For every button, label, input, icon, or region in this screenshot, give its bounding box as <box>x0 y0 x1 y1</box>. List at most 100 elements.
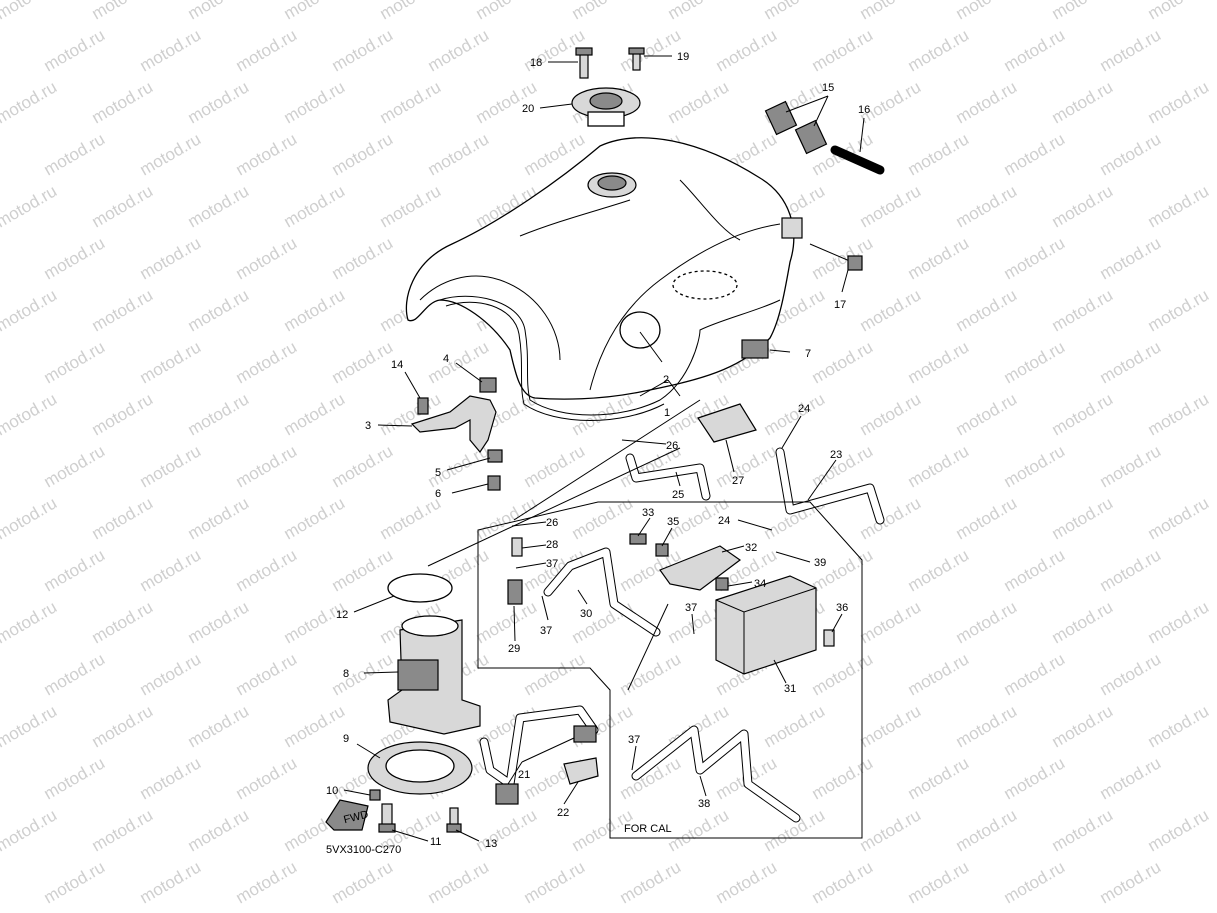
nut-35 <box>655 543 669 557</box>
watermark-text: motod.ru <box>1049 493 1117 543</box>
watermark-text: motod.ru <box>137 545 205 595</box>
watermark-text: motod.ru <box>953 77 1021 127</box>
watermark-text: motod.ru <box>809 25 877 75</box>
watermark-text: motod.ru <box>857 805 925 855</box>
watermark-text: motod.ru <box>281 493 349 543</box>
watermark-text: motod.ru <box>1001 649 1069 699</box>
callout-8: 8 <box>343 668 349 680</box>
watermark-text: motod.ru <box>1001 25 1069 75</box>
watermark-text: motod.ru <box>185 805 253 855</box>
watermark-text: motod.ru <box>1049 597 1117 647</box>
watermark-text: motod.ru <box>137 857 205 907</box>
watermark-text: motod.ru <box>1049 181 1117 231</box>
callout-20: 20 <box>522 103 534 115</box>
watermark-text: motod.ru <box>281 285 349 335</box>
watermark-text: motod.ru <box>1145 77 1213 127</box>
for-cal-label: FOR CAL <box>624 823 672 835</box>
leader-lines <box>343 55 865 842</box>
watermark-text: motod.ru <box>377 77 445 127</box>
callout-35: 35 <box>667 516 679 528</box>
callout-37a: 37 <box>546 558 558 570</box>
watermark-text: motod.ru <box>1001 545 1069 595</box>
watermark-text: motod.ru <box>0 493 60 543</box>
callout-33: 33 <box>642 507 654 519</box>
watermark-text: motod.ru <box>0 389 60 439</box>
callout-9: 9 <box>343 733 349 745</box>
watermark-text: motod.ru <box>329 129 397 179</box>
watermark-text: motod.ru <box>185 181 253 231</box>
fwd-label: FWD <box>342 809 369 827</box>
watermark-text: motod.ru <box>1001 337 1069 387</box>
watermark-text: motod.ru <box>569 0 637 23</box>
callout-16: 16 <box>858 104 870 116</box>
callout-19: 19 <box>677 51 689 63</box>
watermark-text: motod.ru <box>473 0 541 23</box>
watermark-text: motod.ru <box>281 0 349 23</box>
watermark-text: motod.ru <box>425 857 493 907</box>
tank-bolt <box>809 243 853 263</box>
watermark-text: motod.ru <box>233 337 301 387</box>
callout-37d: 37 <box>628 734 640 746</box>
watermark-text: motod.ru <box>857 0 925 23</box>
watermark-text: motod.ru <box>809 337 877 387</box>
watermark-text: motod.ru <box>329 649 397 699</box>
watermark-text: motod.ru <box>1049 805 1117 855</box>
watermark-text: motod.ru <box>761 0 829 23</box>
watermark-text: motod.ru <box>761 389 829 439</box>
watermark-text: motod.ru <box>0 0 60 23</box>
watermark-text: motod.ru <box>809 545 877 595</box>
watermark-text: motod.ru <box>713 25 781 75</box>
watermark-text: motod.ru <box>89 285 157 335</box>
watermark-text: motod.ru <box>89 493 157 543</box>
callout-6: 6 <box>435 488 441 500</box>
watermark-text: motod.ru <box>41 129 109 179</box>
watermark-text: motod.ru <box>857 597 925 647</box>
watermark-text: motod.ru <box>1001 441 1069 491</box>
watermark-text: motod.ru <box>329 25 397 75</box>
grommet-34 <box>715 577 729 591</box>
callout-37b: 37 <box>540 625 552 637</box>
watermark-text: motod.ru <box>1097 337 1165 387</box>
watermark-text: motod.ru <box>0 77 60 127</box>
watermark-text: motod.ru <box>185 389 253 439</box>
watermark-text: motod.ru <box>905 857 973 907</box>
diagram-code: 5VX3100-C270 <box>326 844 401 856</box>
callout-34: 34 <box>754 578 766 590</box>
watermark-text: motod.ru <box>233 753 301 803</box>
watermark-text: motod.ru <box>617 25 685 75</box>
watermark-text: motod.ru <box>329 337 397 387</box>
watermark-text: motod.ru <box>89 597 157 647</box>
watermark-text: motod.ru <box>1049 285 1117 335</box>
cap-36 <box>823 629 835 647</box>
watermark-text: motod.ru <box>89 389 157 439</box>
watermark-text: motod.ru <box>0 805 60 855</box>
callout-23: 23 <box>830 449 842 461</box>
watermark-text: motod.ru <box>137 337 205 387</box>
watermark-text: motod.ru <box>1097 25 1165 75</box>
watermark-text: motod.ru <box>329 233 397 283</box>
callout-3: 3 <box>365 420 371 432</box>
callout-37c: 37 <box>685 602 697 614</box>
watermark-text: motod.ru <box>953 701 1021 751</box>
watermark-text: motod.ru <box>425 25 493 75</box>
watermark-text: motod.ru <box>137 129 205 179</box>
watermark-text: motod.ru <box>809 857 877 907</box>
watermark-text: motod.ru <box>905 337 973 387</box>
watermark-text: motod.ru <box>281 597 349 647</box>
cover-plate <box>697 403 757 443</box>
watermark-text: motod.ru <box>473 805 541 855</box>
bolt-33 <box>629 533 647 545</box>
watermark-text: motod.ru <box>185 493 253 543</box>
watermark-text: motod.ru <box>905 753 973 803</box>
watermark-text: motod.ru <box>1049 77 1117 127</box>
watermark-text: motod.ru <box>1145 805 1213 855</box>
watermark-text: motod.ru <box>281 389 349 439</box>
watermark-text: motod.ru <box>905 649 973 699</box>
watermark-text: motod.ru <box>41 545 109 595</box>
watermark-text: motod.ru <box>1097 441 1165 491</box>
callout-17: 17 <box>834 299 846 311</box>
watermark-text: motod.ru <box>0 181 60 231</box>
o-ring <box>387 573 453 603</box>
watermark-text: motod.ru <box>1145 181 1213 231</box>
watermark-text: motod.ru <box>185 77 253 127</box>
